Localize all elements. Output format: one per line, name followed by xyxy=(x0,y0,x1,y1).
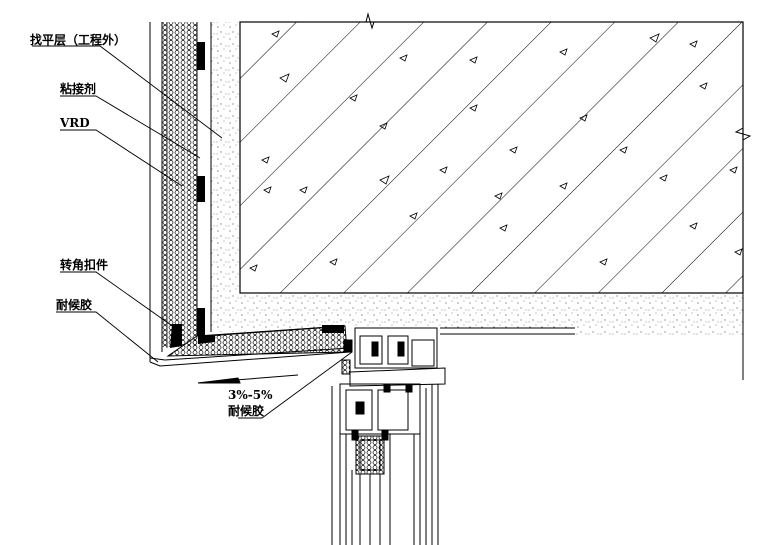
outer-render-strip xyxy=(149,347,351,367)
wall-insulation-board xyxy=(149,22,198,362)
corner-fastener xyxy=(170,310,215,348)
soffit-insulation-board xyxy=(166,325,348,357)
label-leveling-layer: 找平层（工程外） xyxy=(30,33,127,47)
window-frame xyxy=(331,327,575,545)
adhesive-strips xyxy=(197,42,205,336)
aggregate-triangles xyxy=(249,30,743,272)
concrete-slab xyxy=(239,21,744,294)
break-lines xyxy=(360,12,752,380)
leveling-layer xyxy=(210,22,743,336)
label-slope: 3%-5% xyxy=(228,388,273,402)
label-sealant-inner: 耐候胶 xyxy=(228,404,265,418)
label-corner-fastener: 转角扣件 xyxy=(60,258,109,272)
label-sealant-outer: 耐候胶 xyxy=(56,298,93,312)
leader-lines xyxy=(32,45,353,419)
label-adhesive: 粘接剂 xyxy=(60,82,97,96)
label-vrd: VRD xyxy=(60,116,90,130)
slope-arrow xyxy=(197,374,299,384)
